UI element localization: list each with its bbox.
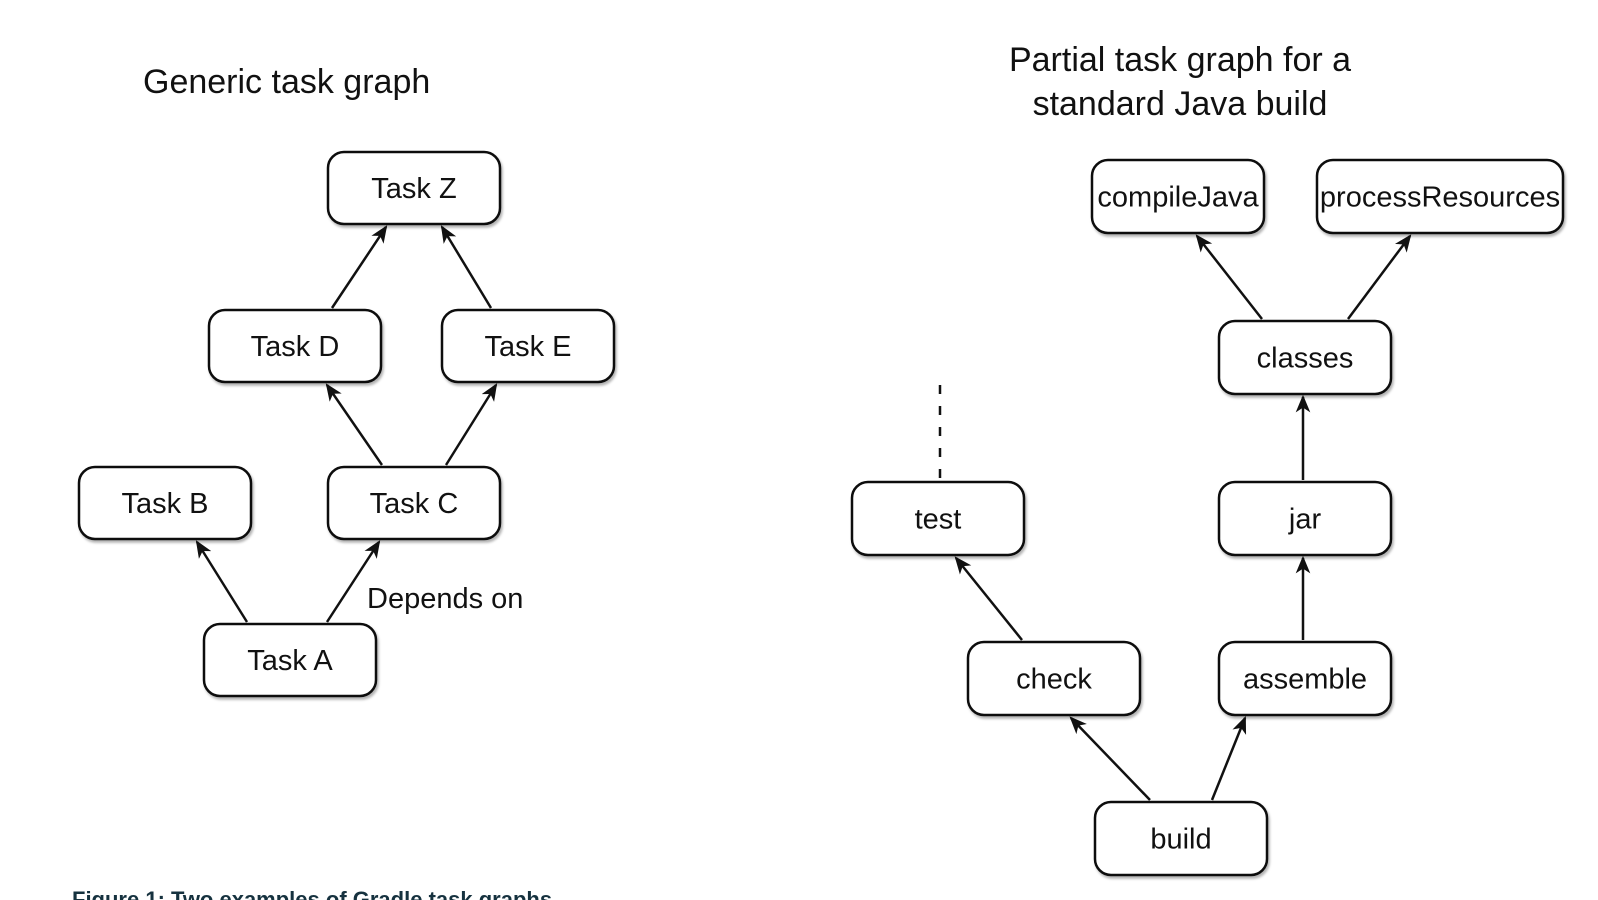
node-label: Task E — [484, 331, 571, 363]
edge-task-e-task-z — [440, 225, 493, 309]
node-box — [77, 465, 253, 541]
node-box — [1093, 800, 1269, 877]
edge-build-assemble — [1210, 715, 1247, 801]
edge-task-a-task-c — [325, 540, 381, 623]
node-box — [850, 480, 1026, 557]
edge-task-c-task-d — [325, 383, 384, 466]
node-box — [1090, 158, 1266, 235]
node-task-d: Task D — [207, 308, 383, 384]
edge-classes-processResources — [1346, 234, 1412, 320]
node-box — [207, 308, 383, 384]
node-check: check — [966, 640, 1142, 717]
node-label: jar — [1288, 504, 1322, 536]
edges-layer — [195, 225, 1412, 801]
edge-check-test — [954, 556, 1023, 641]
node-label: processResources — [1320, 182, 1560, 214]
edge-task-c-task-e — [444, 383, 498, 466]
node-classes: classes — [1217, 319, 1393, 396]
node-label: classes — [1257, 343, 1354, 375]
node-build: build — [1093, 800, 1269, 877]
node-label: Task Z — [371, 173, 456, 205]
right-diagram-title: Partial task graph for a standard Java b… — [880, 38, 1480, 126]
right-diagram-title-line2: standard Java build — [1032, 85, 1328, 123]
edge-task-a-task-b — [195, 540, 249, 623]
node-compileJava: compileJava — [1090, 158, 1266, 235]
depends-on-label: Depends on — [367, 583, 524, 615]
node-jar: jar — [1217, 480, 1393, 557]
node-task-z: Task Z — [326, 150, 502, 226]
node-box — [1217, 319, 1393, 396]
node-label: Task D — [251, 331, 340, 363]
node-label: build — [1150, 824, 1211, 856]
edge-classes-compileJava — [1195, 234, 1263, 320]
node-label: check — [1016, 664, 1092, 696]
node-task-c: Task C — [326, 465, 502, 541]
node-label: Task A — [247, 645, 333, 677]
right-diagram-title-line1: Partial task graph for a — [1008, 41, 1352, 79]
node-label: assemble — [1243, 664, 1367, 696]
node-task-a: Task A — [202, 622, 378, 698]
edge-task-d-task-z — [330, 225, 388, 309]
node-task-b: Task B — [77, 465, 253, 541]
node-assemble: assemble — [1217, 640, 1393, 717]
node-box — [202, 622, 378, 698]
node-processResources: processResources — [1315, 158, 1565, 235]
left-diagram-title: Generic task graph — [143, 63, 431, 101]
edge-build-check — [1069, 716, 1151, 801]
node-task-e: Task E — [440, 308, 616, 384]
nodes-layer: Task Z Task D Task E Task B Task C Task A comp… — [77, 150, 1565, 877]
figure-caption: Figure 1: Two examples of Gradle task gr… — [72, 887, 553, 900]
node-label: test — [915, 504, 962, 536]
node-box — [326, 465, 502, 541]
node-box — [326, 150, 502, 226]
node-box — [440, 308, 616, 384]
node-box — [966, 640, 1142, 717]
node-box — [1217, 640, 1393, 717]
node-box — [1315, 158, 1565, 235]
node-test: test — [850, 480, 1026, 557]
node-label: Task B — [121, 488, 208, 520]
node-label: Task C — [370, 488, 459, 520]
node-box — [1217, 480, 1393, 557]
node-label: compileJava — [1097, 182, 1259, 214]
